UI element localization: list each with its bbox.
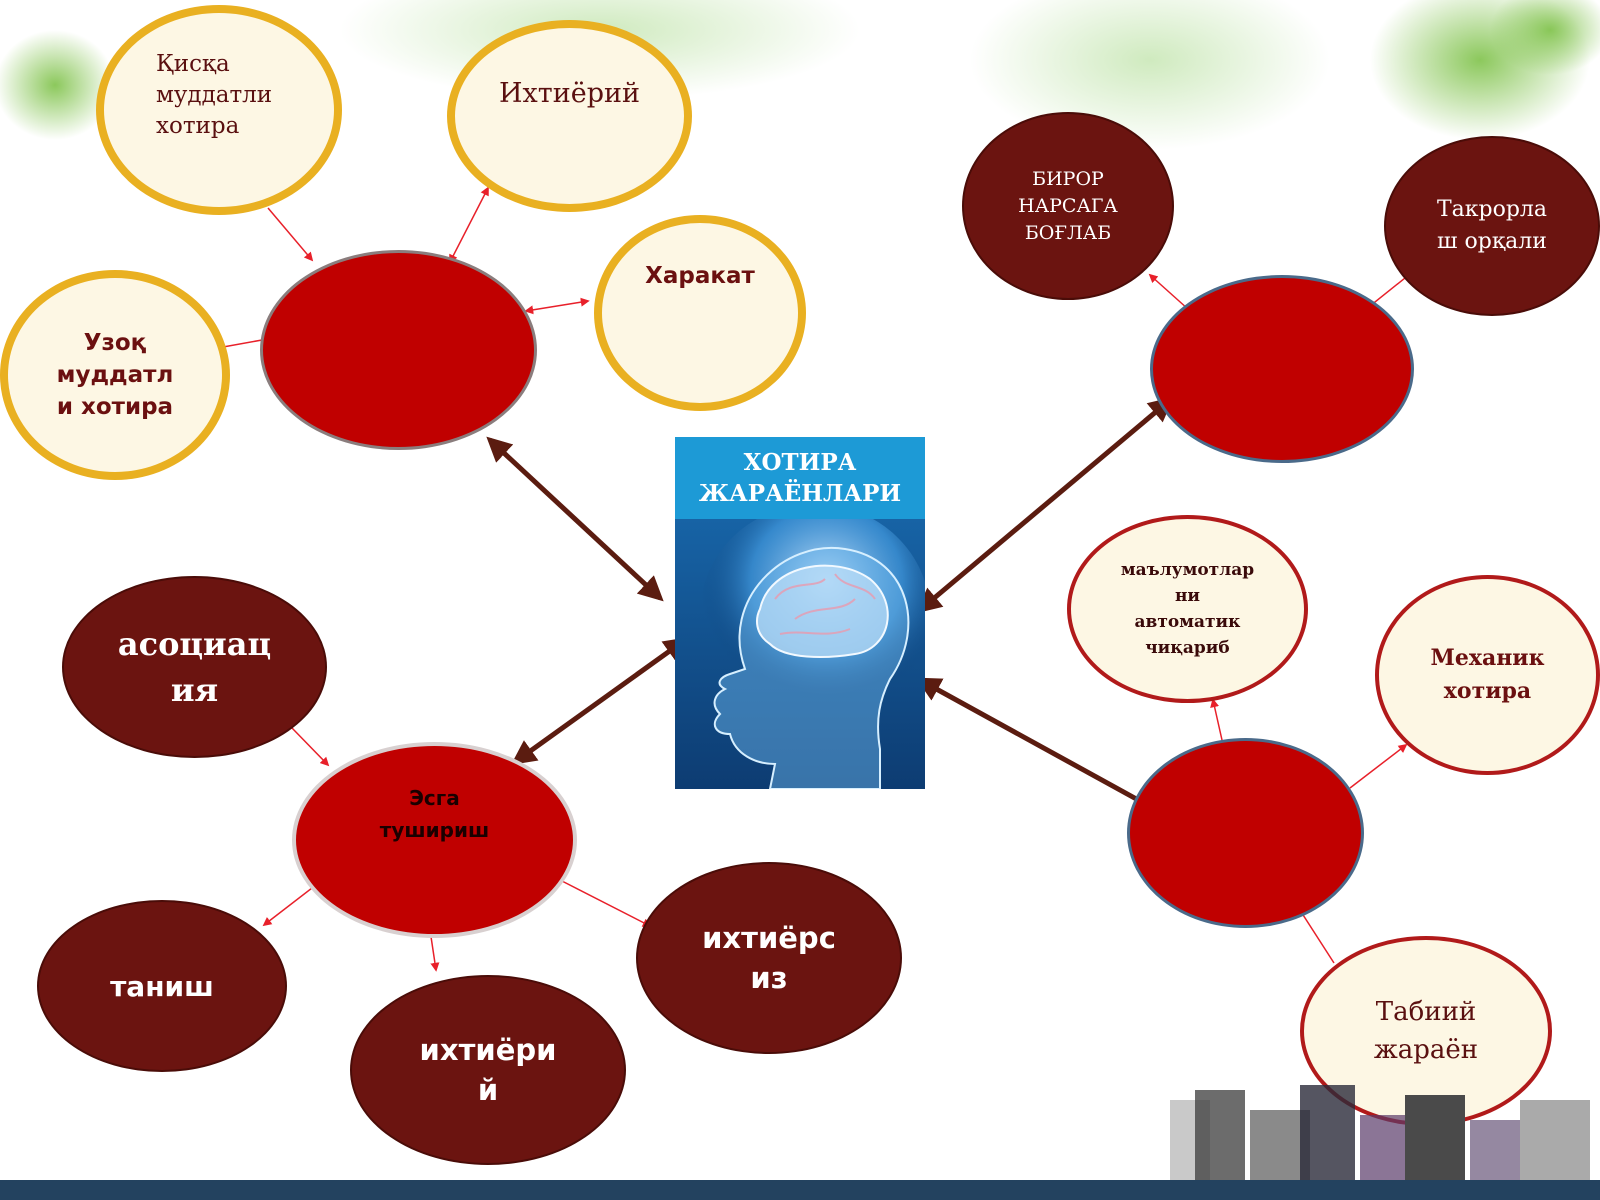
connector-arrow [916, 396, 1174, 614]
node-label: асоциац ия [117, 625, 272, 709]
node-voluntary-recall: ихтиёри й [350, 975, 626, 1165]
hub-memorization [260, 250, 537, 450]
node-label: Ихтиёрий [499, 78, 640, 109]
node-short-term-memory: Қисқа муддатли хотира [96, 5, 342, 215]
node-association: асоциац ия [62, 576, 327, 758]
node-natural-process: Табиий жараён [1300, 936, 1552, 1126]
connector-arrow [486, 436, 664, 602]
leaf-shape [0, 30, 115, 140]
node-label: Қисқа муддатли хотира [156, 51, 273, 139]
hub-retention [1150, 275, 1414, 463]
connector-arrow [1349, 743, 1408, 789]
node-label: Такрорла ш орқали [1436, 197, 1548, 254]
node-label: Эсга тушириш [379, 786, 490, 842]
node-label: маълумотлар ни автоматик чиқариб [1120, 560, 1255, 658]
connector-arrow [915, 677, 1165, 815]
bottom-bar [0, 1180, 1600, 1200]
node-label: БИРОР НАРСАГА БОҒЛАБ [1018, 167, 1118, 244]
node-label: таниш [110, 969, 214, 1003]
node-by-association-to-something: БИРОР НАРСАГА БОҒЛАБ [962, 112, 1174, 300]
connector-arrow [1210, 698, 1223, 741]
center-title: ХОТИРА ЖАРАЁНЛАРИ [675, 437, 925, 519]
node-label: ихтиёрс из [702, 921, 836, 995]
connector-arrow [510, 637, 690, 765]
connector-arrow [559, 879, 652, 927]
decorative-photo-strip [1170, 1085, 1590, 1190]
node-action: Харакат [594, 215, 806, 411]
connector-arrow [267, 207, 314, 262]
node-label: Харакат [645, 263, 755, 289]
connector-arrow [449, 186, 489, 264]
node-by-repetition: Такрорла ш орқали [1384, 136, 1600, 316]
center-card: ХОТИРА ЖАРАЁНЛАРИ [675, 437, 925, 789]
leaf-shape [1490, 0, 1600, 75]
brain-head-illustration [700, 519, 925, 789]
node-label: Узоқ муддатл и хотира [56, 330, 174, 420]
node-long-term-memory: Узоқ муддатл и хотира [0, 270, 230, 480]
node-recognition: таниш [37, 900, 287, 1072]
node-label: ихтиёри й [419, 1033, 557, 1107]
node-label: Механик хотира [1430, 645, 1545, 704]
node-label: Табиий жараён [1373, 997, 1479, 1065]
node-voluntary: Ихтиёрий [447, 20, 692, 212]
node-involuntary-recall: ихтиёрс из [636, 862, 902, 1054]
connector-arrow [262, 887, 313, 927]
hub-recall: Эсга тушириш [292, 742, 577, 938]
node-mechanical-memory: Механик хотира [1375, 575, 1600, 775]
hub-forgetting [1127, 738, 1364, 928]
connector-arrow [291, 727, 330, 767]
connector-arrow [524, 297, 590, 315]
node-automatic-data-extraction: маълумотлар ни автоматик чиқариб [1067, 515, 1308, 703]
